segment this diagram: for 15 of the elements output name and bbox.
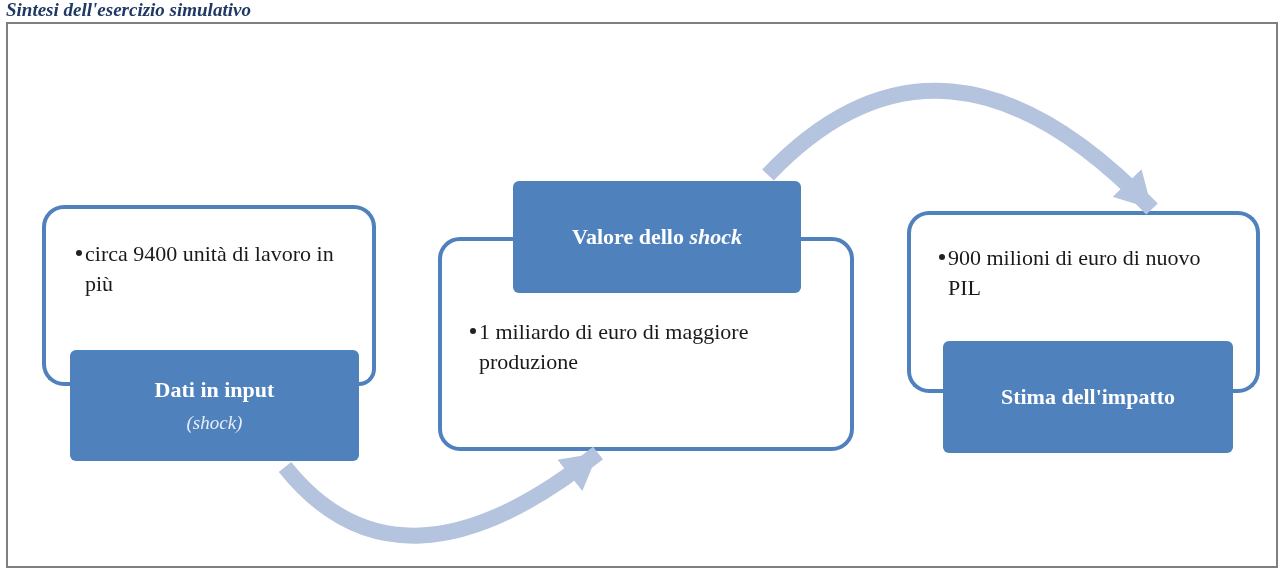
- header-text: Dati in input: [154, 377, 275, 404]
- content-card: [42, 205, 376, 350]
- diagram-title: Sintesi dell'esercizio simulativo: [6, 0, 251, 20]
- bullet-text: circa 9400 unità di lavoro in più: [85, 240, 335, 298]
- header-text: Valore dello shock: [572, 223, 742, 251]
- header-text: Stima dell'impatto: [1000, 383, 1176, 411]
- content-card: [907, 211, 1260, 341]
- curved-arrow: [762, 83, 1158, 215]
- header-subtext: (shock): [186, 411, 243, 434]
- bullet-text: 900 milioni di euro di nuovo PIL: [948, 244, 1202, 302]
- header-box: [943, 341, 1233, 453]
- header-box: [513, 181, 801, 293]
- curved-arrow: [279, 446, 603, 544]
- bullet-text: 1 miliardo di euro di maggiore produzione: [479, 318, 750, 376]
- header-box: [70, 350, 359, 461]
